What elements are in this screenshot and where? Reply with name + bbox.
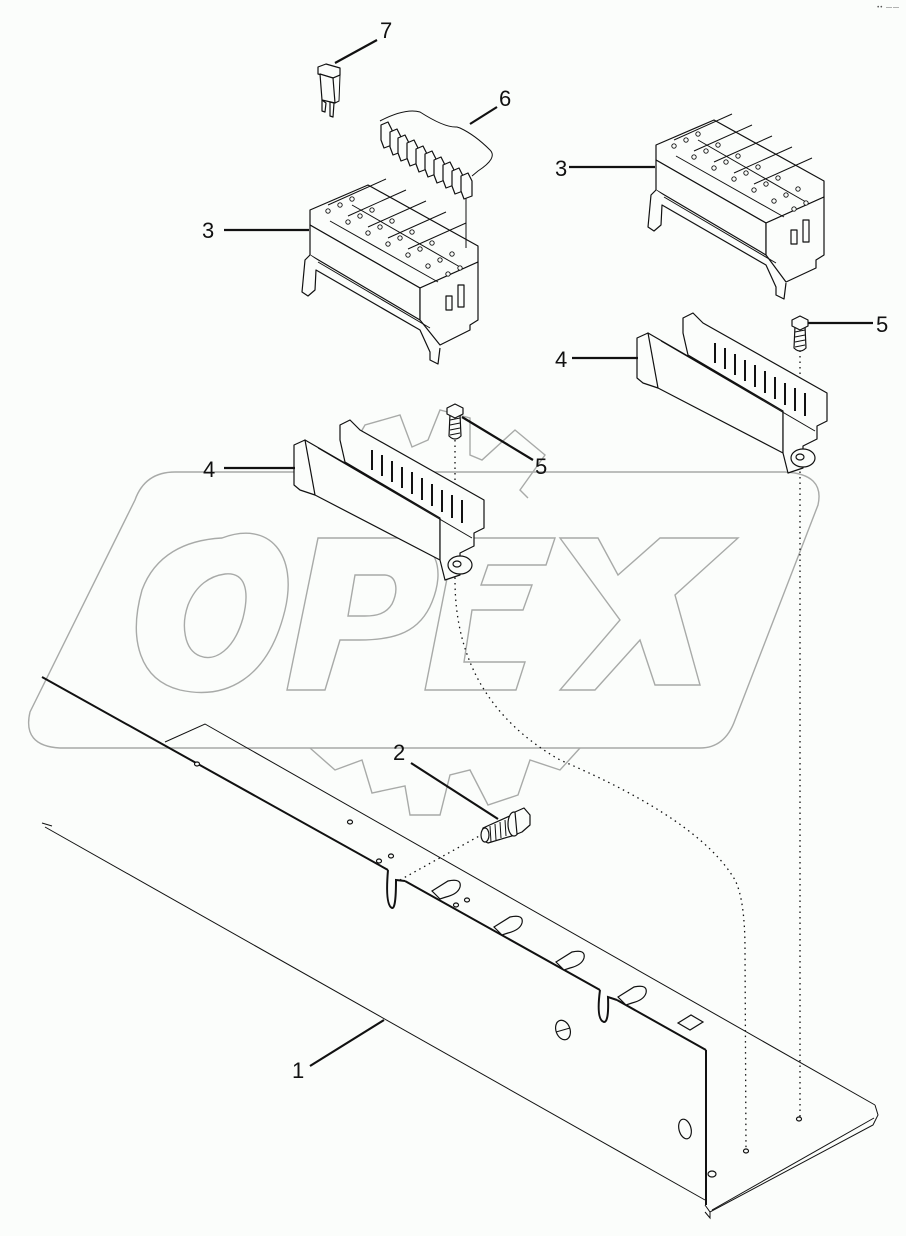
callout-1: 1 (292, 1058, 304, 1083)
fuse-block-base-left (293, 419, 485, 581)
callout-3-right: 3 (555, 156, 567, 181)
mounting-bracket (41, 676, 879, 1220)
callout-6: 6 (499, 86, 511, 111)
mounting-screw-right (791, 315, 809, 352)
callout-5-left: 5 (535, 454, 547, 479)
bracket-hole (193, 761, 201, 767)
corner-mark: •• —— (877, 5, 900, 11)
callout-4-left: 4 (203, 457, 215, 482)
leader-lines (224, 39, 873, 1067)
callout-2: 2 (393, 740, 405, 765)
assembly-lines (399, 345, 801, 1151)
circuit-breaker (317, 63, 341, 118)
callout-7: 7 (380, 18, 392, 43)
mounting-screw-left (446, 403, 464, 440)
callout-5-right: 5 (876, 312, 888, 337)
jumper-strip (379, 110, 493, 248)
callout-4-right: 4 (555, 347, 567, 372)
fuse-block-left (301, 178, 479, 365)
callout-3-left: 3 (202, 218, 214, 243)
fuse-block-base-right (636, 312, 828, 474)
fuse-block-right (647, 113, 825, 300)
callout-labels: 7 6 3 3 4 4 5 5 2 1 (202, 18, 888, 1083)
fuse-cells (327, 178, 467, 283)
ground-screw (480, 807, 531, 844)
